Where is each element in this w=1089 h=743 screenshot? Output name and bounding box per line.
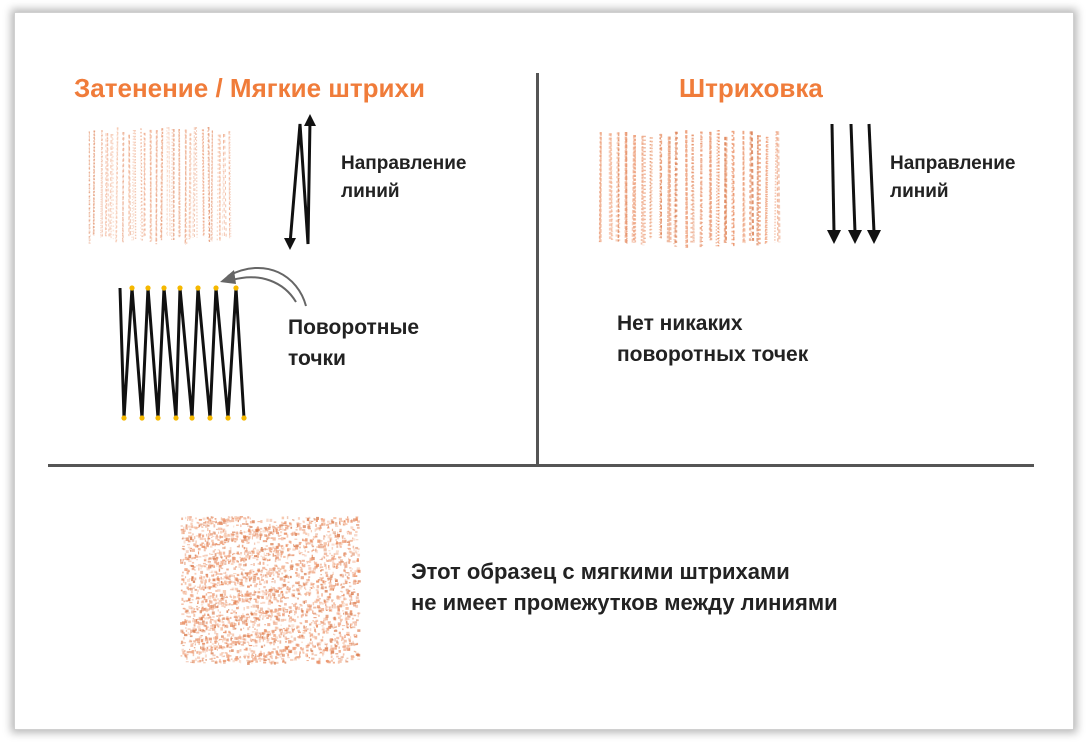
shading-direction-line-1: Направление [341,153,467,174]
hatching-swatch [598,130,781,248]
illustration-card [14,12,1074,730]
hatching-heading: Штриховка [679,73,823,103]
soft-sample-caption: Этот образец с мягкими штрихами не имеет… [411,556,838,618]
turning-points-label: Поворотные точки [288,312,419,374]
turning-points-zigzag-diagram [118,285,247,421]
turning-points-line-1: Поворотные [288,316,420,339]
hatching-direction-label: Направление линий [890,150,1015,206]
shading-direction-line-2: линий [341,181,400,202]
vertical-divider [536,73,539,465]
shading-direction-label: Направление линий [341,150,466,206]
shading-heading: Затенение / Мягкие штрихи [74,73,425,103]
soft-sample-caption-line-2: не имеет промежутков между линиями [411,590,838,615]
no-turning-line-2: поворотных точек [617,343,809,366]
soft-shading-sample-swatch [180,516,361,665]
soft-sample-caption-line-1: Этот образец с мягкими штрихами [411,559,790,584]
hatching-direction-line-1: Направление [890,153,1016,174]
parallel-direction-arrows-icon [827,123,881,244]
no-turning-points-label: Нет никаких поворотных точек [617,308,808,370]
no-turning-line-1: Нет никаких [617,312,743,335]
turning-points-line-2: точки [288,347,346,370]
soft-stroke-swatch [88,127,232,245]
hatching-direction-line-2: линий [890,181,949,202]
zigzag-direction-arrow-icon [284,114,316,250]
curved-pointer-arrow-icon [220,266,307,307]
horizontal-divider [48,464,1034,467]
